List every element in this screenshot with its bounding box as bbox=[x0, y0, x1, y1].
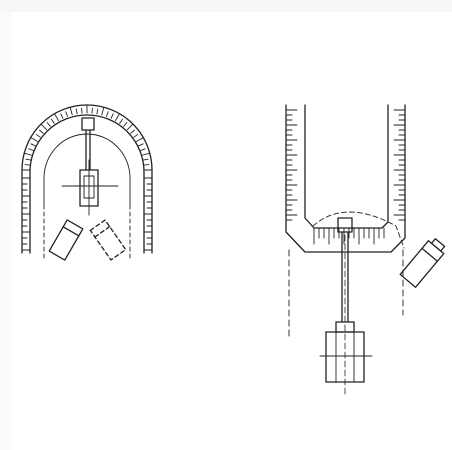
tick-mark bbox=[28, 148, 34, 151]
tick-mark bbox=[30, 137, 39, 142]
tilted-block bbox=[399, 238, 446, 288]
right-tick-marks bbox=[285, 109, 406, 245]
tick-mark bbox=[25, 158, 32, 161]
tick-mark bbox=[46, 122, 51, 127]
top-border bbox=[0, 0, 452, 12]
tick-mark bbox=[60, 113, 64, 119]
tilted-block-solid bbox=[48, 219, 84, 261]
top-block bbox=[337, 217, 353, 233]
tick-mark bbox=[50, 118, 55, 124]
guide-dashed bbox=[43, 204, 131, 259]
tick-mark bbox=[123, 122, 128, 127]
inner-arch bbox=[29, 114, 145, 254]
tick-mark bbox=[138, 143, 144, 147]
right-diagram bbox=[285, 104, 446, 396]
left-diagram bbox=[21, 104, 153, 261]
tick-mark bbox=[133, 133, 139, 138]
tilted-block-dashed bbox=[89, 219, 127, 261]
tick-mark bbox=[40, 123, 48, 131]
tick-mark bbox=[115, 113, 120, 122]
tick-mark bbox=[23, 152, 33, 156]
tick-mark bbox=[140, 148, 146, 151]
tick-mark bbox=[135, 137, 144, 142]
tick-mark bbox=[142, 158, 149, 161]
tick-mark bbox=[54, 113, 59, 122]
tick-mark bbox=[75, 108, 78, 115]
tick-mark bbox=[96, 108, 99, 115]
tick-mark bbox=[101, 106, 105, 116]
tick-mark bbox=[106, 111, 109, 117]
tick-mark bbox=[110, 113, 114, 119]
tick-mark bbox=[126, 123, 134, 131]
swing-arc-dashed bbox=[312, 211, 405, 249]
tick-mark bbox=[119, 118, 124, 124]
left-tick-marks bbox=[21, 104, 153, 251]
left-border bbox=[0, 12, 12, 450]
tick-mark bbox=[141, 152, 151, 156]
tick-mark bbox=[130, 129, 135, 134]
tick-mark bbox=[35, 133, 41, 138]
vehicle-body bbox=[325, 331, 365, 383]
outer-arch bbox=[21, 104, 153, 254]
tick-mark bbox=[69, 106, 73, 116]
inner-wall bbox=[304, 104, 389, 229]
tick-mark bbox=[30, 143, 36, 147]
tick-mark bbox=[39, 129, 44, 134]
tick-mark bbox=[65, 111, 68, 117]
outer-wall bbox=[285, 104, 406, 253]
inner-guide-curve bbox=[43, 133, 131, 206]
top-block bbox=[81, 117, 95, 131]
